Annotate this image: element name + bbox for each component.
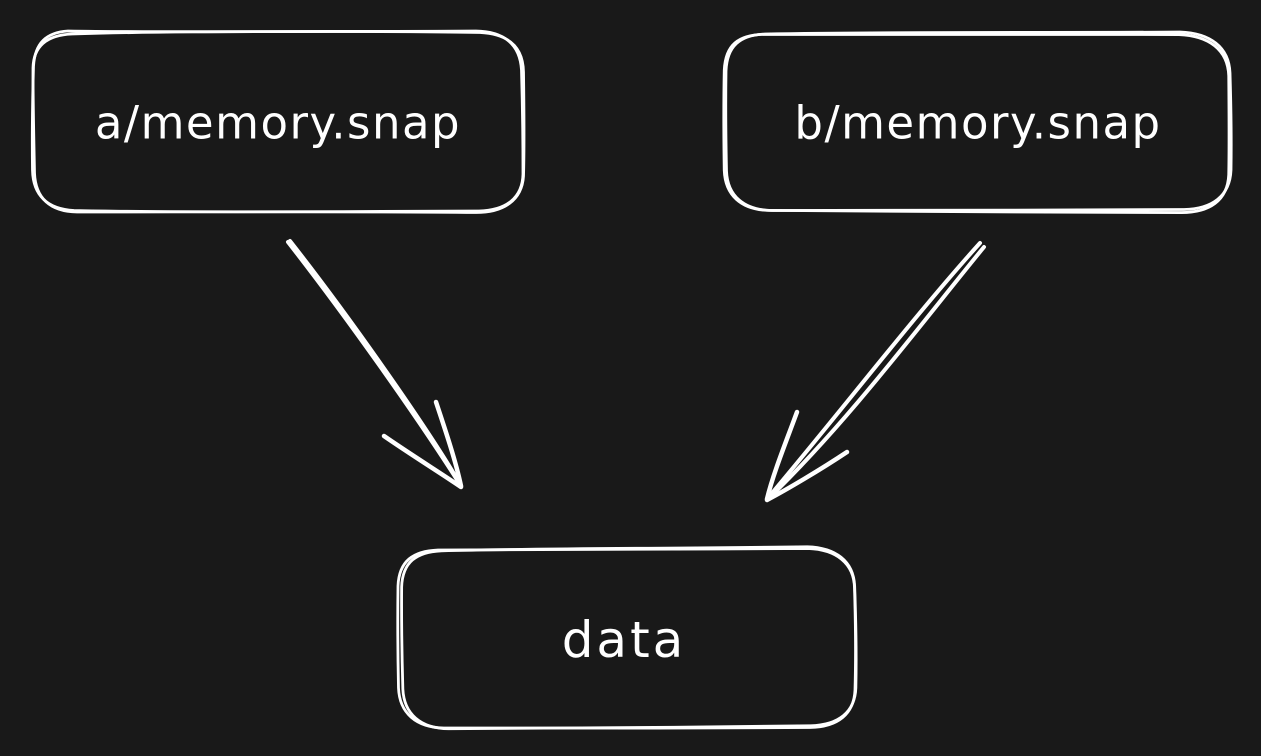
node-a-label[interactable]: a/memory.snap	[95, 97, 461, 150]
arrow-b-shaft-pass2	[767, 245, 986, 500]
arrow-b-head-barb-2	[764, 449, 850, 503]
arrow-a-head-barb-1	[433, 399, 464, 489]
arrow-b-head-barb-1	[764, 409, 800, 502]
arrow-b-to-data[interactable]	[764, 241, 986, 503]
arrow-a-head-barb-2	[381, 433, 464, 490]
arrow-b-shaft[interactable]	[765, 241, 982, 501]
node-b-box-outline[interactable]	[724, 30, 1233, 212]
node-data[interactable]: data	[396, 545, 858, 731]
node-data-box-outline-pass2	[400, 545, 858, 731]
node-a-memory-snap[interactable]: a/memory.snap	[30, 29, 526, 214]
arrow-a-shaft-pass2	[288, 239, 462, 486]
node-b-memory-snap[interactable]: b/memory.snap	[722, 30, 1233, 214]
node-b-label[interactable]: b/memory.snap	[794, 97, 1161, 150]
node-a-box-outline-pass2	[30, 29, 526, 214]
node-b-box-outline-pass2	[722, 32, 1231, 214]
node-data-box-outline[interactable]	[396, 547, 857, 730]
arrow-a-shaft[interactable]	[286, 240, 463, 488]
node-data-label[interactable]: data	[562, 611, 687, 669]
arrow-a-to-data[interactable]	[286, 239, 464, 490]
